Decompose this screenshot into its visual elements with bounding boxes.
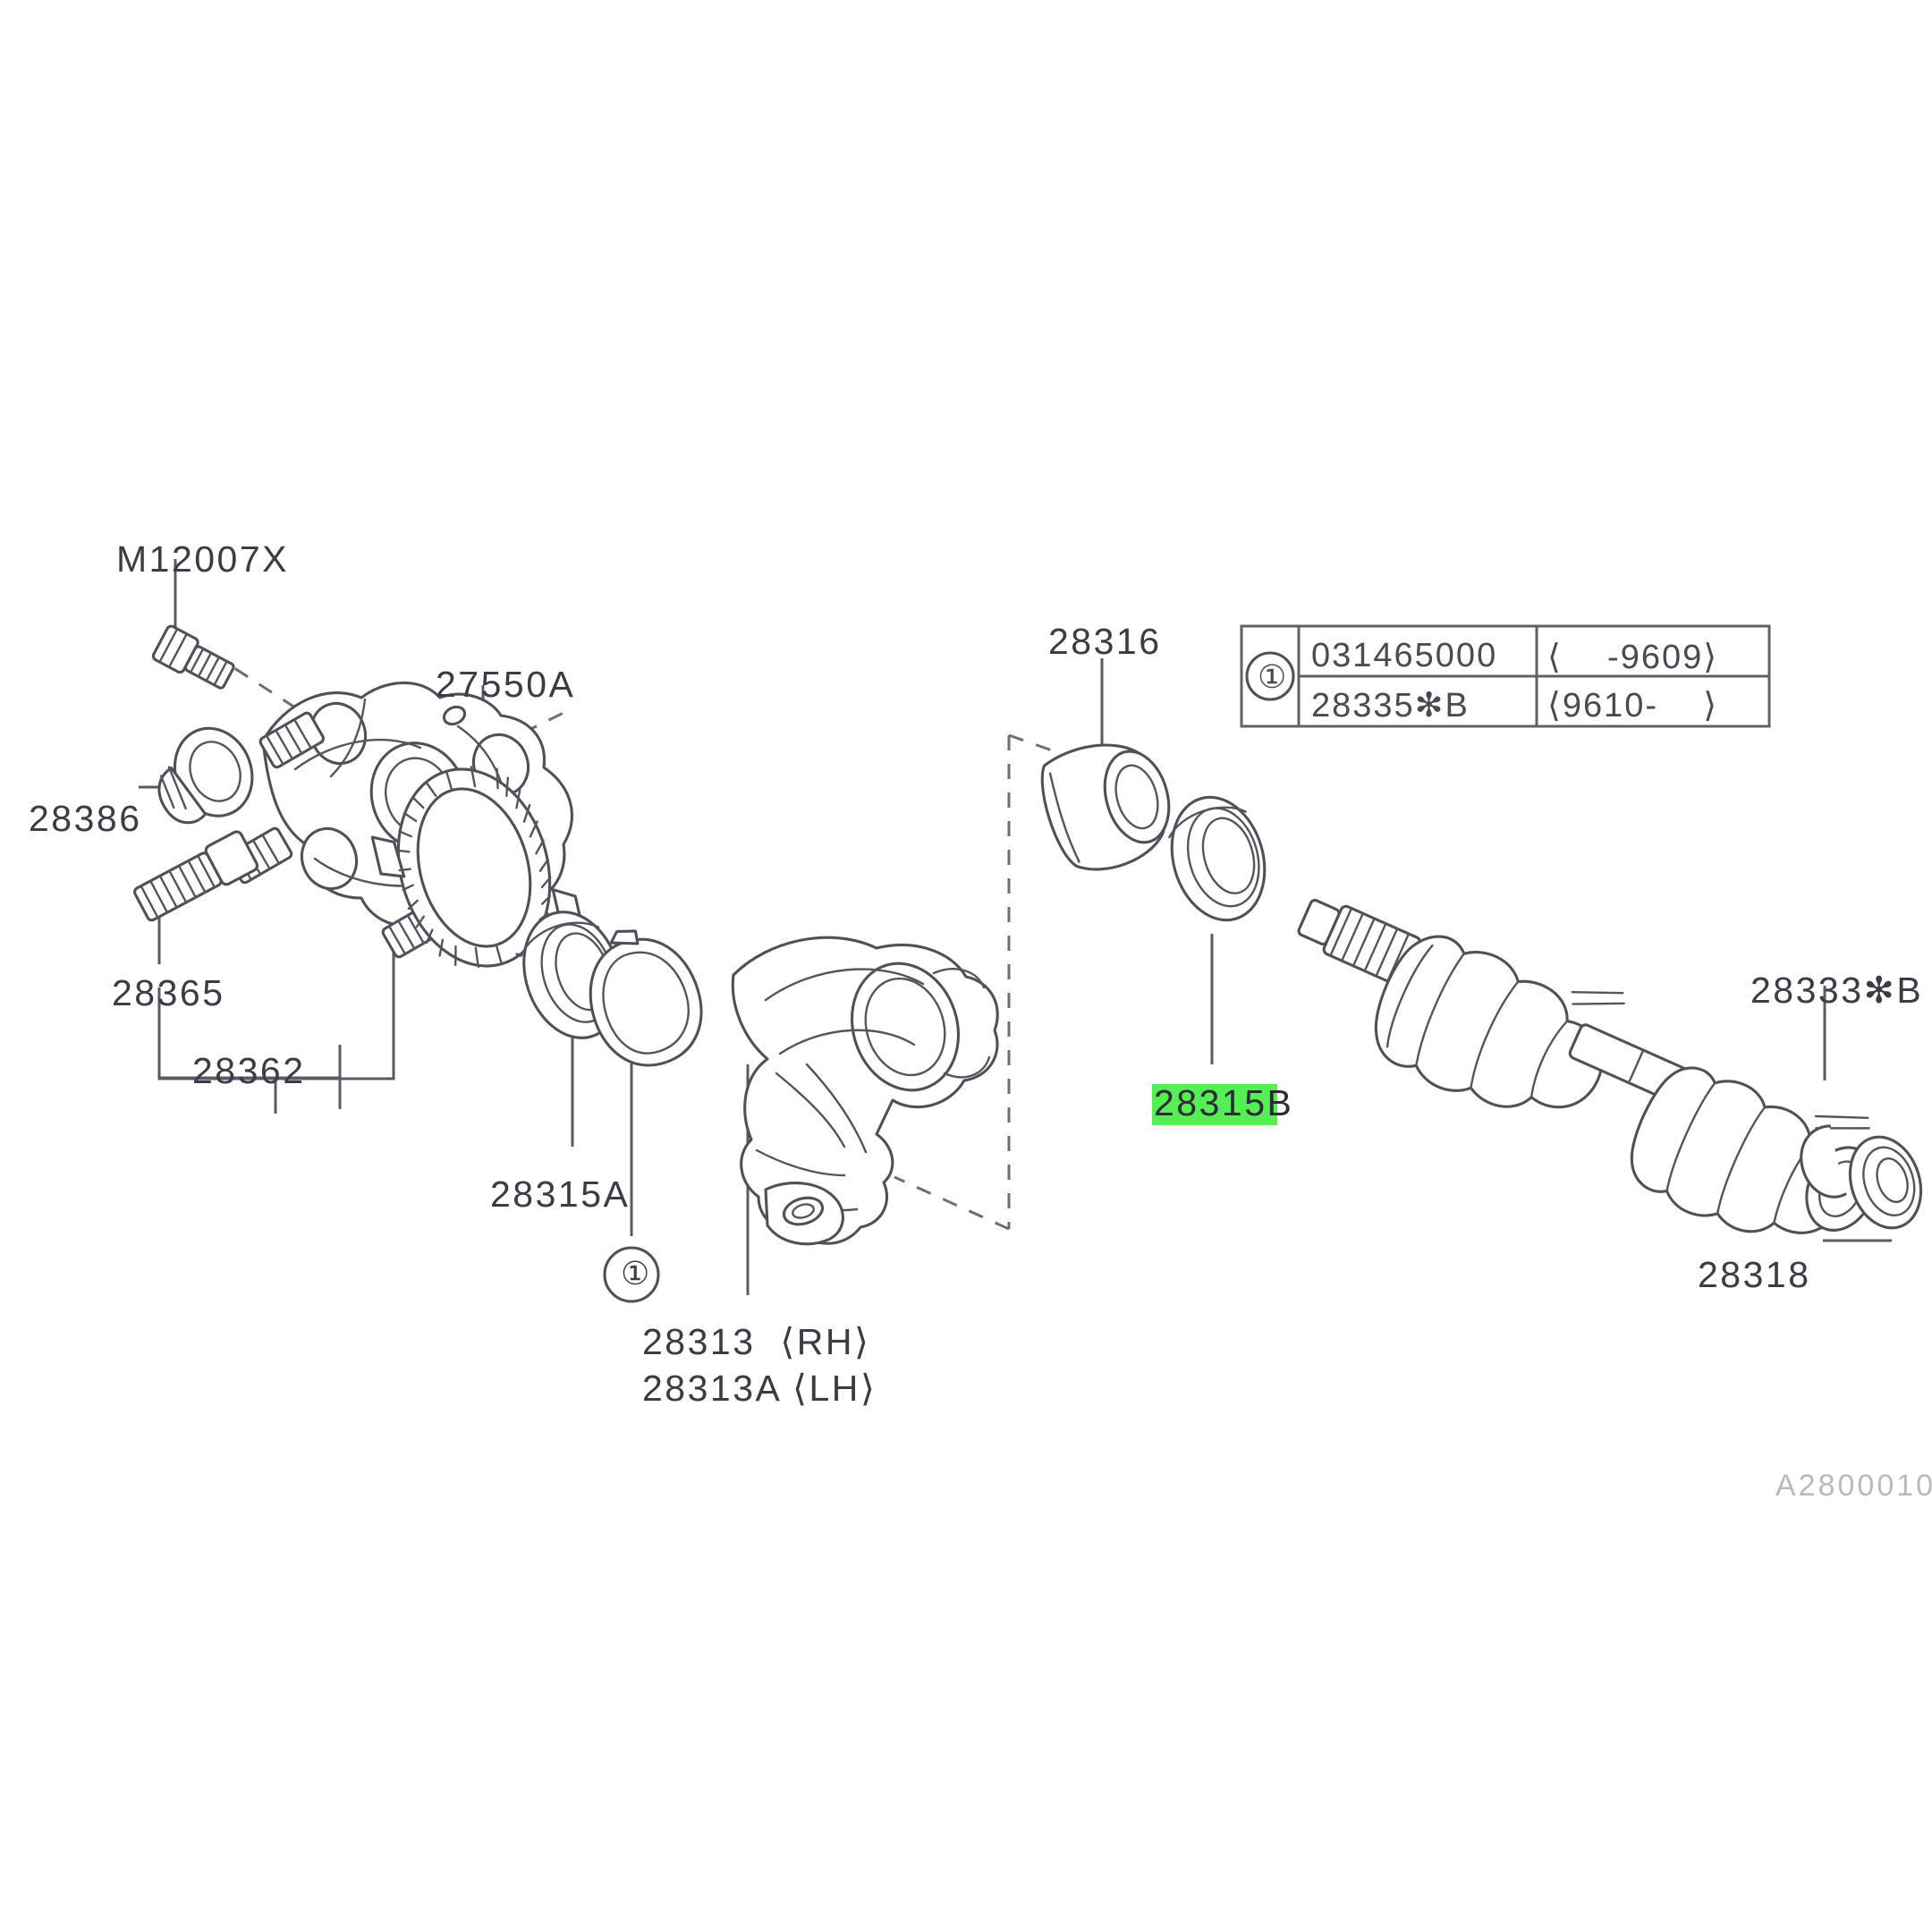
part-28315b-seal (1168, 795, 1267, 922)
callout-28333b: 28333✻B (1750, 970, 1924, 1011)
part-cv-axle-shaft (1297, 898, 1877, 1234)
callout-28318: 28318 (1698, 1254, 1811, 1295)
callout-28315a: 28315A (490, 1174, 631, 1215)
reference-table-row0-part: 031465000 (1311, 637, 1498, 674)
callout-28362: 28362 (192, 1050, 306, 1091)
part-m12007x-bolt (151, 624, 235, 690)
callout-27550a: 27550A (436, 664, 576, 705)
reference-table-marker: ① (1258, 658, 1287, 695)
circled-marker-label: ① (621, 1255, 650, 1292)
part-28316-collar (1040, 743, 1171, 871)
callout-28386: 28386 (29, 798, 142, 839)
callout-m12007x: M12007X (116, 538, 290, 580)
highlight-background-28315b (1152, 1084, 1277, 1125)
callout-28313-rh: 28313 ⟨RH⟩ (642, 1321, 871, 1362)
callout-28316: 28316 (1048, 621, 1162, 662)
part-snap-ring (589, 929, 703, 1067)
callout-28315b[interactable]: 28315B (1154, 1082, 1294, 1123)
reference-table-row1-range: ⟨9610- ⟩ (1547, 687, 1719, 724)
callout-28313a-lh: 28313A ⟨LH⟩ (642, 1368, 877, 1409)
part-28318-ring (1800, 1124, 1923, 1230)
circled-marker-snapring (603, 1246, 660, 1303)
part-28313-knuckle (731, 936, 999, 1246)
part-28365-stud (133, 830, 258, 922)
bracket-28362 (157, 903, 395, 1114)
callout-28365: 28365 (112, 972, 225, 1013)
reference-table-frame (1240, 624, 1771, 728)
drawing-id-watermark: A28000104 (1775, 1469, 1932, 1503)
reference-table-row0-range: ⟨ -9609⟩ (1547, 639, 1719, 676)
part-27550a-tone-ring (370, 766, 584, 969)
part-28386-hub-cap (157, 726, 254, 825)
reference-table-row1-part: 28335✻B (1311, 687, 1470, 724)
